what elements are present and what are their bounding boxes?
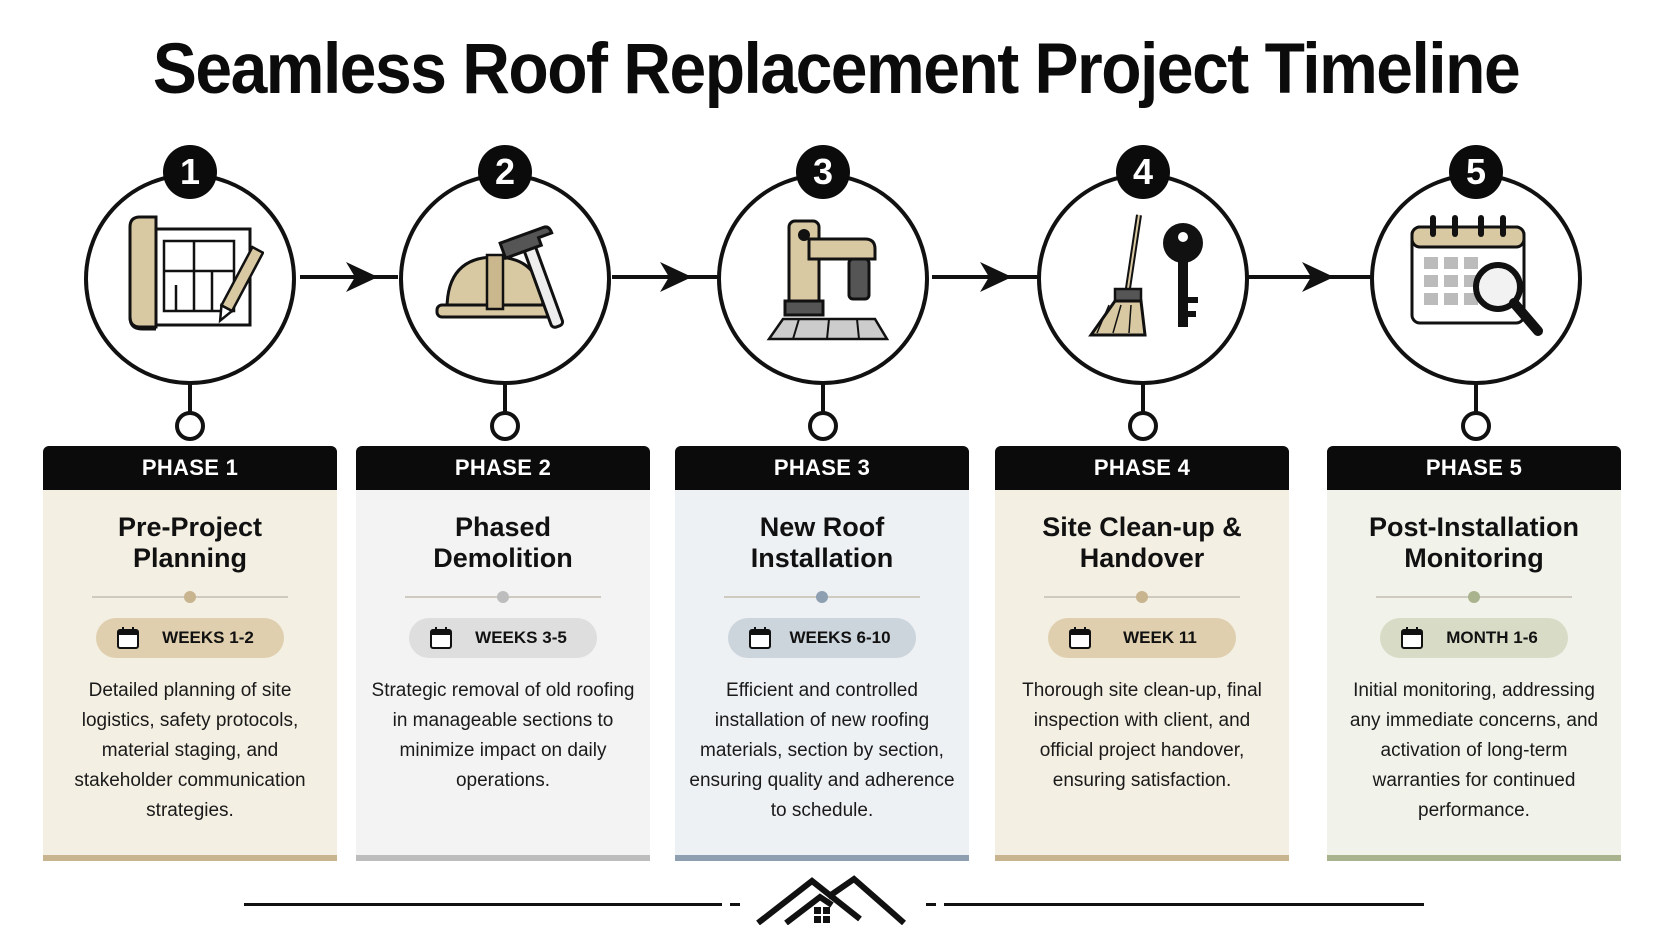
phase-5-stage: 5 [1366,145,1586,445]
phase-2-stage: 2 [395,145,615,445]
footer-rule-right [944,903,1424,906]
duration-badge: MONTH 1-6 [1380,618,1568,658]
phase-title-line: Phased [454,512,552,542]
phase-description: Strategic removal of old roofing in mana… [371,680,635,791]
duration-text: WEEKS 1-2 [162,628,254,647]
arrow-right-icon [346,262,378,292]
divider [405,591,601,603]
phase-title: Site Clean-up & Handover [995,512,1289,576]
phase-title: Post-Installation Monitoring [1327,512,1621,576]
phase-4-card: PHASE 4 Site Clean-up & Handover WEEK 11… [995,446,1289,861]
phase-label: PHASE 4 [995,446,1289,490]
divider [1044,591,1240,603]
duration-text: WEEKS 3-5 [475,628,567,647]
phase-label: PHASE 1 [43,446,337,490]
duration-text: WEEKS 6-10 [789,628,891,647]
card-accent-bar [995,855,1289,861]
blueprint-pencil-icon [128,215,264,331]
timeline-connector [612,275,718,279]
phase-title-line: Demolition [433,543,573,573]
broom-key-icon [1088,214,1203,337]
phase-title-line: New Roof [759,512,885,542]
divider [92,591,288,603]
phase-2-node [490,411,520,441]
calendar-icon [117,627,139,649]
card-accent-bar [1327,855,1621,861]
phase-title-line: Pre-Project [117,512,263,542]
phase-1-stage: 1 [80,145,300,445]
card-accent-bar [356,855,650,861]
footer-rule-left [244,903,722,906]
phase-4-stage: 4 [1033,145,1253,445]
page-title: Seamless Roof Replacement Project Timeli… [152,28,1521,108]
duration-badge: WEEKS 1-2 [96,618,284,658]
phase-4-node [1128,411,1158,441]
phase-description: Efficient and controlled installation of… [689,680,955,821]
phase-4-icon-circle [1037,173,1249,385]
phase-title-line: Monitoring [1404,543,1544,573]
phase-description: Thorough site clean-up, final inspection… [1022,680,1262,791]
phase-1-stem [188,383,192,413]
phase-3-card: PHASE 3 New Roof Installation WEEKS 6-10… [675,446,969,861]
phase-1-node [175,411,205,441]
phase-3-stem [821,383,825,413]
hardhat-hammer-icon [435,225,565,329]
timeline-connector [1248,275,1372,279]
footer-dash [926,903,936,906]
phase-3-node [808,411,838,441]
phase-5-card: PHASE 5 Post-Installation Monitoring MON… [1327,446,1621,861]
phase-1-icon-circle [84,173,296,385]
phase-2-card: PHASE 2 Phased Demolition WEEKS 3-5 Stra… [356,446,650,861]
nail-gun-icon [766,219,890,341]
arrow-right-icon [1302,262,1334,292]
footer-dash [730,903,740,906]
phase-3-number-badge: 3 [796,145,850,199]
phase-title-line: Installation [750,543,894,573]
timeline-connector [300,275,398,279]
duration-badge: WEEK 11 [1048,618,1236,658]
phase-1-card: PHASE 1 Pre-Project Planning WEEKS 1-2 D… [43,446,337,861]
house-roof-logo-icon [756,875,906,925]
calendar-icon [749,627,771,649]
divider [724,591,920,603]
card-accent-bar [43,855,337,861]
phase-title-line: Post-Installation [1368,512,1579,542]
phase-5-icon-circle [1370,173,1582,385]
phase-title: Pre-Project Planning [43,512,337,576]
phase-description: Initial monitoring, addressing any immed… [1349,680,1599,821]
duration-text: MONTH 1-6 [1446,628,1538,647]
phase-3-icon-circle [717,173,929,385]
calendar-icon [1069,627,1091,649]
divider [1376,591,1572,603]
phase-title: Phased Demolition [356,512,650,576]
phase-1-number-badge: 1 [163,145,217,199]
duration-badge: WEEKS 3-5 [409,618,597,658]
phase-2-stem [503,383,507,413]
phase-label: PHASE 5 [1327,446,1621,490]
phase-title-line: Site Clean-up & [1042,512,1242,542]
duration-text: WEEK 11 [1123,628,1197,647]
phase-description: Detailed planning of site logistics, saf… [74,680,306,821]
phase-3-stage: 3 [713,145,933,445]
phase-5-number-badge: 5 [1449,145,1503,199]
phase-title: New Roof Installation [675,512,969,576]
phase-5-stem [1474,383,1478,413]
phase-label: PHASE 3 [675,446,969,490]
phase-4-number-badge: 4 [1116,145,1170,199]
duration-badge: WEEKS 6-10 [728,618,916,658]
arrow-right-icon [660,262,692,292]
phase-2-number-badge: 2 [478,145,532,199]
phase-5-node [1461,411,1491,441]
phase-4-stem [1141,383,1145,413]
phase-title-line: Handover [1079,543,1205,573]
phase-label: PHASE 2 [356,446,650,490]
card-accent-bar [675,855,969,861]
calendar-icon [1401,627,1423,649]
arrow-right-icon [980,262,1012,292]
phase-title-line: Planning [133,543,247,573]
calendar-icon [430,627,452,649]
phase-2-icon-circle [399,173,611,385]
timeline-connector [932,275,1038,279]
calendar-magnifier-icon [1410,215,1543,336]
